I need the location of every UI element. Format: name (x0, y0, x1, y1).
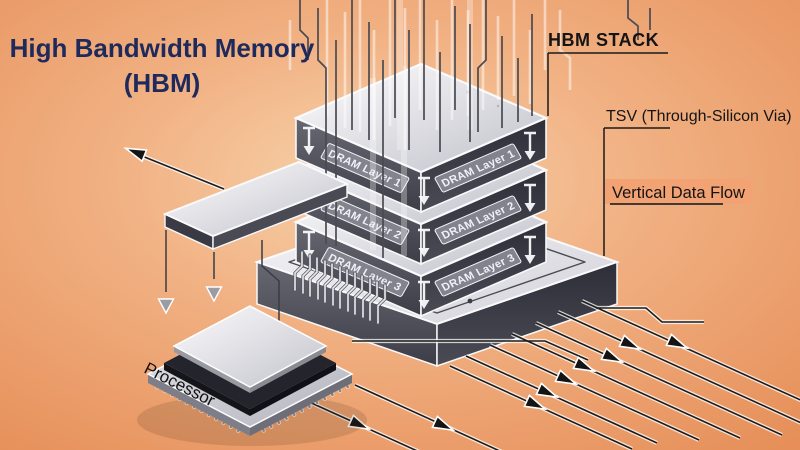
highlight-rect (605, 179, 753, 204)
slab-to-processor-lines (165, 230, 280, 330)
logic-die-slab (162, 160, 350, 251)
title-line-1: High Bandwidth Memory (10, 33, 315, 63)
tsv-label: TSV (Through-Silicon Via) (606, 108, 792, 125)
processor-chip (137, 305, 367, 446)
title-line-2: (HBM) (124, 68, 201, 98)
base-dot (467, 298, 473, 304)
tsv-lines-light (288, 0, 572, 150)
tsv-lines-dark (299, 0, 651, 258)
hbm-stack-label: HBM STACK (548, 30, 659, 50)
vertical-data-flow-callout: Vertical Data Flow (605, 179, 753, 205)
page-title: High Bandwidth Memory (HBM) (10, 33, 315, 98)
stack-wires (293, 250, 387, 325)
callout-leader-lines (547, 52, 670, 256)
vertical-data-flow-label: Vertical Data Flow (612, 184, 745, 202)
up-left-arrow (122, 141, 225, 191)
